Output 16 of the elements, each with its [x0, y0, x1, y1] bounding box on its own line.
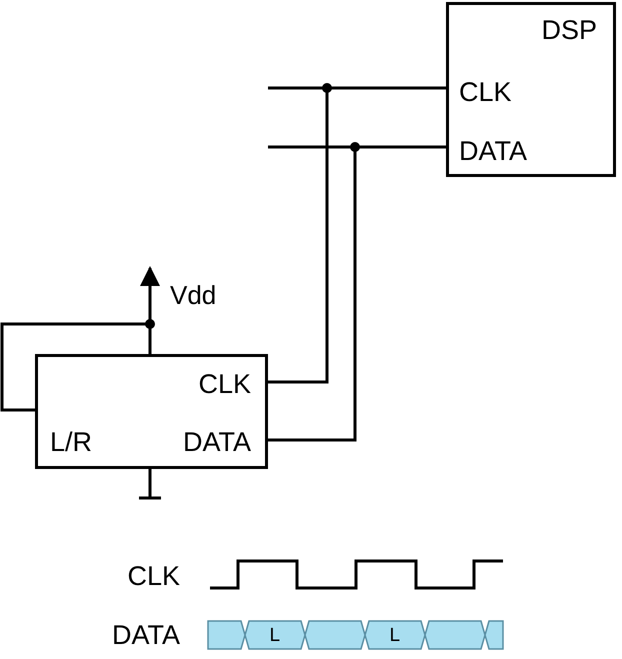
pin-label: CLK — [459, 77, 512, 107]
pin-label: L/R — [50, 427, 92, 457]
signal-name: CLK — [127, 561, 180, 591]
supply-label: Vdd — [170, 280, 216, 310]
bit-label: L — [270, 625, 280, 647]
microphone-block — [35, 354, 268, 469]
wire — [268, 86, 446, 384]
block-title: DSP — [541, 15, 597, 45]
processor-block — [446, 2, 616, 177]
pin-label: DATA — [459, 136, 528, 166]
bit-label: L — [390, 625, 400, 647]
wire — [268, 146, 446, 442]
pin-label: CLK — [198, 369, 251, 399]
pin-label: DATA — [182, 427, 251, 457]
signal-name: DATA — [112, 620, 180, 650]
wire — [140, 266, 160, 354]
